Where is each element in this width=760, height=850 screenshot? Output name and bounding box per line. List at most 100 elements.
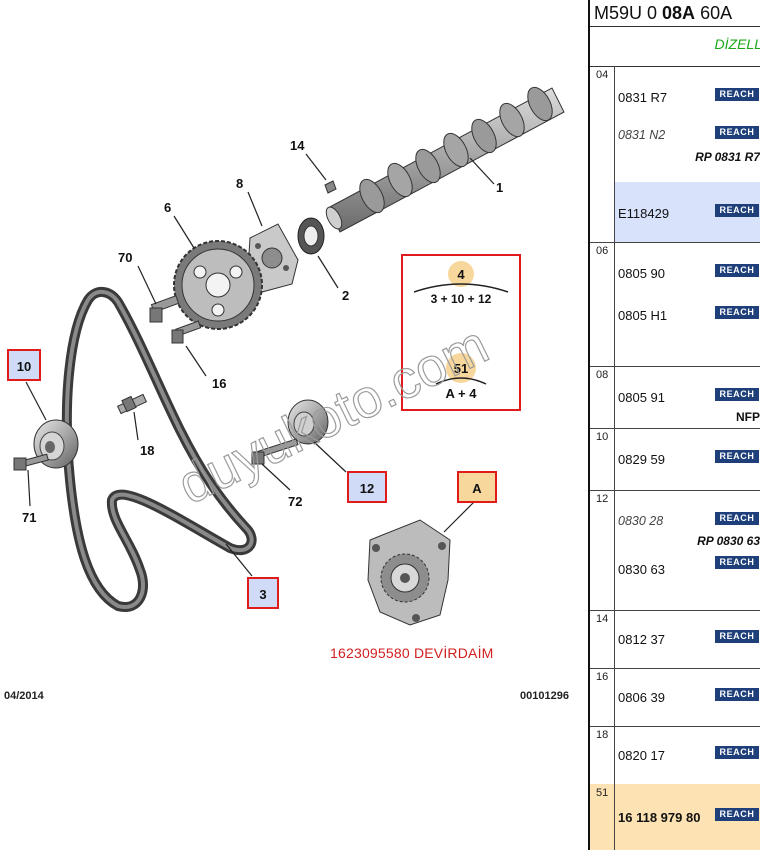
callout-A[interactable]: A <box>457 471 497 503</box>
part-row[interactable]: 0812 37 REACH <box>618 628 760 650</box>
part-row[interactable]: 0830 28 REACH <box>618 510 760 532</box>
part-row[interactable]: 0820 17 REACH <box>618 744 760 766</box>
sheet-number: 00101296 <box>520 690 569 702</box>
bolt-70 <box>149 295 180 323</box>
callout-71: 71 <box>22 510 36 525</box>
group-number: 51 <box>596 787 609 799</box>
group-number: 18 <box>596 729 609 741</box>
part-ref: 0831 N2 <box>618 128 666 142</box>
pump-caption: 1623095580 DEVİRDAİM <box>330 645 494 661</box>
part-ref: 0831 R7 <box>618 90 668 105</box>
svg-text:3: 3 <box>259 587 266 602</box>
group-08: 08 0805 91 REACH NFP <box>590 366 760 429</box>
leader-lines <box>25 153 495 577</box>
panel-header: M59U 0 08A 60A <box>590 0 760 27</box>
kit2-number: 51 <box>454 361 468 376</box>
water-pump <box>367 519 451 626</box>
part-row[interactable]: 0805 H1 REACH <box>618 304 760 326</box>
svg-text:10: 10 <box>17 359 31 374</box>
parts-list-panel: M59U 0 08A 60A DİZELL 04 0831 R7 REACH 0… <box>588 0 760 850</box>
part-row[interactable]: 0829 59 REACH <box>618 448 760 470</box>
group-14: 14 0812 37 REACH <box>590 610 760 669</box>
camshaft <box>325 86 565 233</box>
stud-18 <box>116 393 148 415</box>
callout-6: 6 <box>164 200 171 215</box>
group-number: 04 <box>596 69 609 81</box>
group-51: 51 16 118 979 80 REACH <box>590 784 760 850</box>
group-18: 18 0820 17 REACH <box>590 726 760 785</box>
part-ref: 0805 H1 <box>618 308 668 323</box>
reach-badge: REACH <box>715 388 759 401</box>
model-code: M59U 0 08A 60A <box>594 3 733 23</box>
part-ref: 0812 37 <box>618 632 665 647</box>
reach-badge: REACH <box>715 306 759 319</box>
reach-badge: REACH <box>715 450 759 463</box>
reach-badge: REACH <box>715 630 759 643</box>
bolt-71 <box>13 453 49 471</box>
timing-belt-drawing: 4 3 + 10 + 12 51 A + 4 10 12 3 A 1 2 6 8… <box>7 86 565 626</box>
reach-badge: REACH <box>715 556 759 569</box>
group-06: 06 0805 90 REACH 0805 H1 REACH <box>590 242 760 367</box>
kit-number: 4 <box>457 267 465 282</box>
callout-8: 8 <box>236 176 243 191</box>
part-row[interactable]: 0831 R7 REACH <box>618 86 760 108</box>
reach-badge: REACH <box>715 204 759 217</box>
part-ref: 0805 90 <box>618 266 665 281</box>
group-12: 12 0830 28 REACH RP 0830 63 0830 63 REAC… <box>590 490 760 611</box>
group-04: 04 0831 R7 REACH 0831 N2 REACH RP 0831 R… <box>590 66 760 243</box>
kit-formula: 3 + 10 + 12 <box>431 292 492 306</box>
replacement-note: RP 0830 63 <box>697 534 760 548</box>
callout-1: 1 <box>496 180 503 195</box>
reach-badge: REACH <box>715 512 759 525</box>
callout-70: 70 <box>118 250 132 265</box>
seal-ring <box>297 217 325 255</box>
group-number: 10 <box>596 431 609 443</box>
kit-box <box>401 254 521 411</box>
fuel-type-label: DİZELL <box>714 36 760 52</box>
replacement-note: RP 0831 R7 <box>695 150 760 164</box>
part-row[interactable]: 0805 90 REACH <box>618 262 760 284</box>
kit2-number-badge <box>446 353 476 383</box>
part-row[interactable]: 0805 91 REACH <box>618 386 760 408</box>
group-number: 14 <box>596 613 609 625</box>
group-number: 06 <box>596 245 609 257</box>
reach-badge: REACH <box>715 688 759 701</box>
kit-number-badge <box>448 261 474 287</box>
part-ref: 0805 91 <box>618 390 665 405</box>
callout-10[interactable]: 10 <box>7 349 41 381</box>
part-ref: 16 118 979 80 <box>618 810 701 825</box>
sheet-date: 04/2014 <box>4 690 44 702</box>
callout-12[interactable]: 12 <box>347 471 387 503</box>
fuel-header <box>590 26 760 67</box>
part-row[interactable]: 0830 63 REACH <box>618 554 760 577</box>
part-row[interactable]: 0806 39 REACH <box>618 686 760 708</box>
group-number: 16 <box>596 671 609 683</box>
part-ref: 0830 28 <box>618 514 664 528</box>
part-ref: 0820 17 <box>618 748 665 763</box>
group-number: 12 <box>596 493 609 505</box>
reach-badge: REACH <box>715 126 759 139</box>
svg-text:12: 12 <box>360 481 374 496</box>
part-row[interactable]: 16 118 979 80 REACH <box>618 806 760 828</box>
idler-pulley <box>287 399 329 445</box>
bolt-16 <box>171 320 202 344</box>
reach-badge: REACH <box>715 264 759 277</box>
group-16: 16 0806 39 REACH <box>590 668 760 727</box>
part-ref: 0806 39 <box>618 690 665 705</box>
bolt-72 <box>251 438 299 465</box>
kit2-formula: A + 4 <box>446 386 478 401</box>
reach-badge: REACH <box>715 88 759 101</box>
part-ref: 0829 59 <box>618 452 665 467</box>
callout-14: 14 <box>290 138 305 153</box>
woodruff-key <box>324 180 337 194</box>
callout-numbers: 1 2 6 8 14 16 18 70 71 72 <box>22 138 503 525</box>
watermark: duyukoto.com <box>169 314 497 515</box>
cam-sprocket <box>173 240 263 330</box>
exploded-parts-diagram: 4 3 + 10 + 12 51 A + 4 10 12 3 A 1 2 6 8… <box>4 86 569 702</box>
callout-18: 18 <box>140 443 154 458</box>
part-ref: 0830 63 <box>618 562 665 577</box>
part-row[interactable]: 0831 N2 REACH <box>618 124 760 146</box>
callout-2: 2 <box>342 288 349 303</box>
part-row[interactable]: E118429 REACH <box>618 202 760 224</box>
callout-3[interactable]: 3 <box>247 577 279 609</box>
